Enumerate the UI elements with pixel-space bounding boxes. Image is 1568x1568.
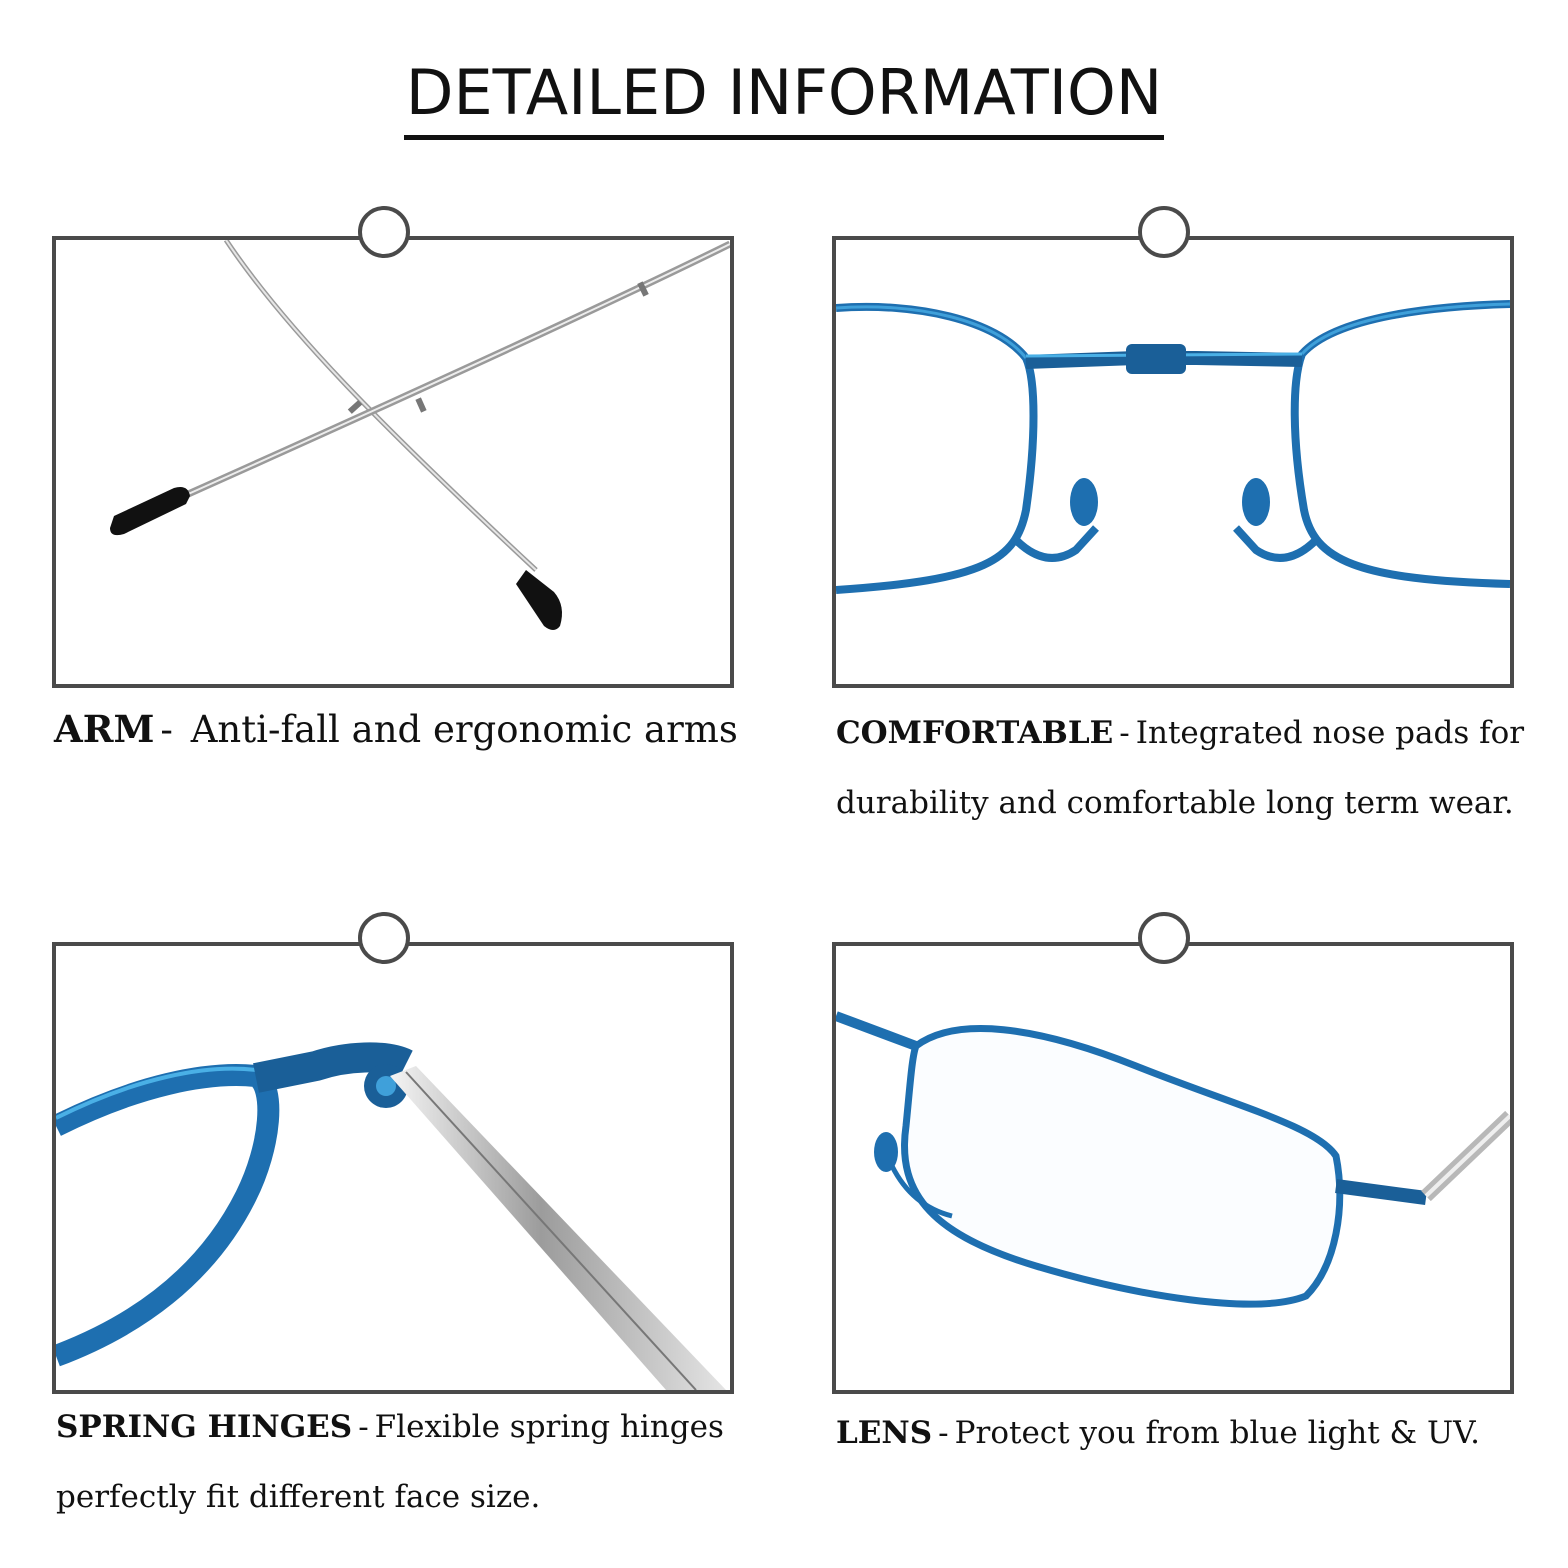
spring-hinges-marker-circle — [358, 912, 410, 964]
lens-caption: LENS-Protect you from blue light & UV. — [836, 1398, 1536, 1468]
comfortable-illustration — [836, 300, 1510, 594]
spring-hinges-caption: SPRING HINGES-Flexible spring hinges per… — [56, 1392, 756, 1532]
spring-hinges-heading: SPRING HINGES — [56, 1409, 353, 1445]
comfortable-separator: - — [1119, 715, 1130, 751]
spring-hinges-description: Flexible spring hinges perfectly fit dif… — [56, 1409, 724, 1515]
lens-heading: LENS — [836, 1415, 933, 1451]
spring-hinges-separator: - — [358, 1409, 369, 1445]
arm-illustration — [110, 240, 730, 630]
spring-hinges-illustration — [56, 1042, 726, 1390]
panel-comfortable — [832, 206, 1514, 688]
page-title: DETAILED INFORMATION — [0, 56, 1568, 140]
spring-hinges-image-frame — [52, 942, 734, 1394]
panel-arm — [52, 206, 734, 688]
lens-illustration — [836, 1011, 1510, 1308]
lens-marker-circle — [1138, 912, 1190, 964]
panel-spring-hinges — [52, 912, 734, 1394]
arm-caption: ARM- Anti-fall and ergonomic arms — [54, 694, 754, 765]
lens-image-frame — [832, 942, 1514, 1394]
lens-separator: - — [938, 1415, 949, 1451]
comfortable-heading: COMFORTABLE — [836, 715, 1114, 751]
arm-image-frame — [52, 236, 734, 688]
panel-lens — [832, 912, 1514, 1394]
comfortable-description: Integrated nose pads for durability and … — [836, 715, 1525, 821]
comfortable-image-frame — [832, 236, 1514, 688]
arm-heading: ARM — [54, 707, 155, 751]
arm-description: Anti-fall and ergonomic arms — [190, 708, 738, 751]
arm-separator: - — [160, 708, 173, 751]
lens-description: Protect you from blue light & UV. — [954, 1415, 1480, 1451]
comfortable-marker-circle — [1138, 206, 1190, 258]
arm-marker-circle — [358, 206, 410, 258]
page-title-text: DETAILED INFORMATION — [403, 56, 1165, 140]
comfortable-caption: COMFORTABLE-Integrated nose pads for dur… — [836, 698, 1536, 838]
